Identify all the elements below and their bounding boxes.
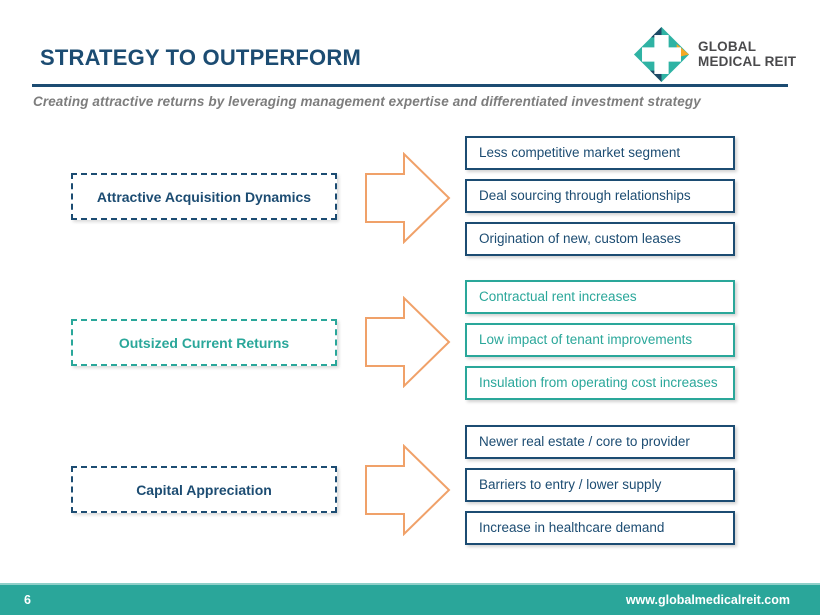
strategy-label: Attractive Acquisition Dynamics (96, 188, 312, 205)
title-underline (32, 84, 788, 87)
footer-bar: 6 www.globalmedicalreit.com (0, 583, 820, 615)
benefit-box: Increase in healthcare demand (465, 511, 735, 545)
benefit-box: Newer real estate / core to provider (465, 425, 735, 459)
footer-url: www.globalmedicalreit.com (625, 593, 790, 607)
subtitle: Creating attractive returns by leveragin… (33, 94, 701, 109)
strategy-label-box: Attractive Acquisition Dynamics (71, 173, 337, 220)
benefit-box: Deal sourcing through relationships (465, 179, 735, 213)
block-arrow-right-icon (365, 444, 451, 536)
page-number: 6 (24, 593, 31, 607)
benefit-box: Low impact of tenant improvements (465, 323, 735, 357)
diagram-row-attractive-acquisition-dynamics: Attractive Acquisition Dynamics Less com… (0, 136, 820, 258)
logo-text-line1: GLOBAL (698, 38, 757, 54)
strategy-label: Capital Appreciation (136, 481, 272, 498)
logo-text-line2: MEDICAL REIT (698, 53, 797, 69)
logo-text: GLOBAL MEDICAL REIT (698, 38, 797, 69)
global-medical-reit-cross-icon (633, 26, 690, 83)
page-title: STRATEGY TO OUTPERFORM (40, 45, 361, 70)
benefit-box: Insulation from operating cost increases (465, 366, 735, 400)
strategy-label-box: Capital Appreciation (71, 466, 337, 513)
diagram-row-outsized-current-returns: Outsized Current Returns Contractual ren… (0, 280, 820, 402)
benefit-box: Less competitive market segment (465, 136, 735, 170)
strategy-label-box: Outsized Current Returns (71, 319, 337, 366)
block-arrow-right-icon (365, 296, 451, 388)
benefit-box: Origination of new, custom leases (465, 222, 735, 256)
logo: GLOBAL MEDICAL REIT (633, 26, 796, 83)
benefit-box: Contractual rent increases (465, 280, 735, 314)
diagram-row-capital-appreciation: Capital Appreciation Newer real estate /… (0, 425, 820, 547)
benefit-box: Barriers to entry / lower supply (465, 468, 735, 502)
block-arrow-right-icon (365, 152, 451, 244)
strategy-label: Outsized Current Returns (118, 334, 290, 351)
